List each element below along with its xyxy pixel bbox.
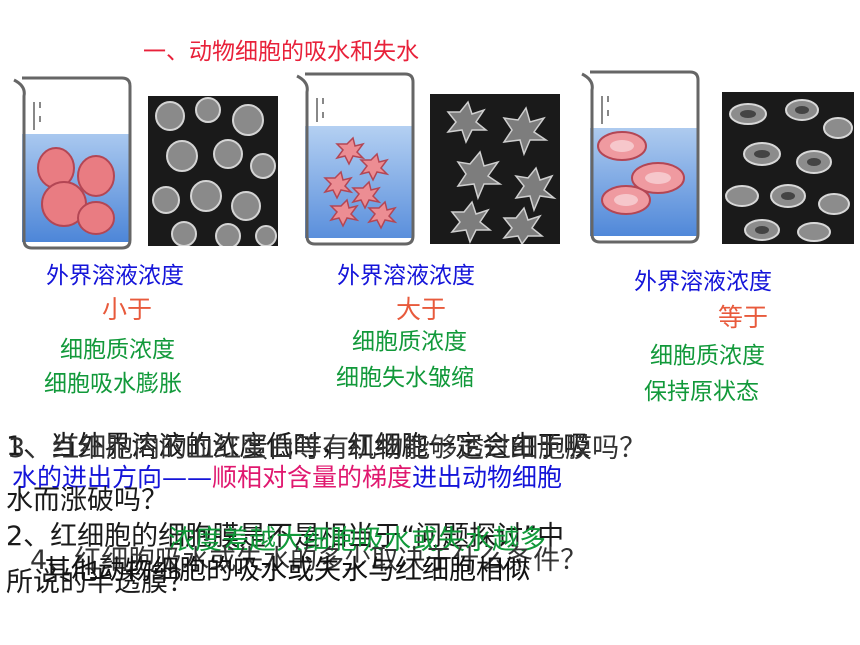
note-suffix: 进出动物细胞 (412, 463, 563, 492)
note-prefix: 水的进出方向—— (12, 463, 213, 492)
panel3-result: 保持原状态 (644, 379, 759, 405)
panel2-relation: 大于 (396, 295, 447, 324)
panel1-inner-label: 细胞质浓度 (60, 337, 175, 363)
panel2-outer-label: 外界溶液浓度 (337, 263, 475, 289)
other-cells-note: 其他动物细胞的吸水或失水与红细胞相似 (44, 555, 530, 586)
micrograph-normal-cells (722, 92, 854, 244)
question-3: 3、红细胞内的血红蛋白等有机物能够透过细胞膜吗？ (8, 433, 647, 464)
micrograph-swollen-cells (148, 96, 278, 246)
panel3-relation: 等于 (718, 303, 769, 332)
panel1-outer-label: 外界溶液浓度 (46, 263, 184, 289)
panel2-result: 细胞失水皱缩 (336, 365, 474, 391)
panel3-inner-label: 细胞质浓度 (650, 343, 765, 369)
question-2-line2: 所说的半透膜？ (6, 567, 195, 598)
panel3-outer-label: 外界溶液浓度 (634, 269, 772, 295)
question-1-line2: 水而涨破吗？ (6, 485, 168, 516)
panel1-result: 细胞吸水膨胀 (44, 371, 182, 397)
section-title: 一、动物细胞的吸水和失水 (143, 39, 419, 65)
beaker-swelling-image (13, 76, 132, 250)
panel1-relation: 小于 (102, 295, 153, 324)
beaker-equal-image (581, 70, 700, 244)
water-direction-note: 水的进出方向——顺相对含量的梯度进出动物细胞 (12, 458, 562, 494)
micrograph-shrunken-cells (430, 94, 560, 244)
question-2-line1: 2、红细胞的细胞膜是不是相当于“问题探讨”中 (6, 521, 565, 552)
panel2-inner-label: 细胞质浓度 (352, 329, 467, 355)
question-1-line1: 1、当外界溶液的浓度低时，红细胞一定会由于吸 (6, 431, 591, 462)
question-4: 4、红细胞吸水或失水的多少取决于什么条件？ (30, 545, 588, 576)
note-highlight: 顺相对含量的梯度 (212, 463, 413, 492)
concentration-diff-note: 浓度差越大细胞吸水或失水越多 (168, 525, 546, 556)
beaker-shrinking-image (296, 72, 415, 246)
